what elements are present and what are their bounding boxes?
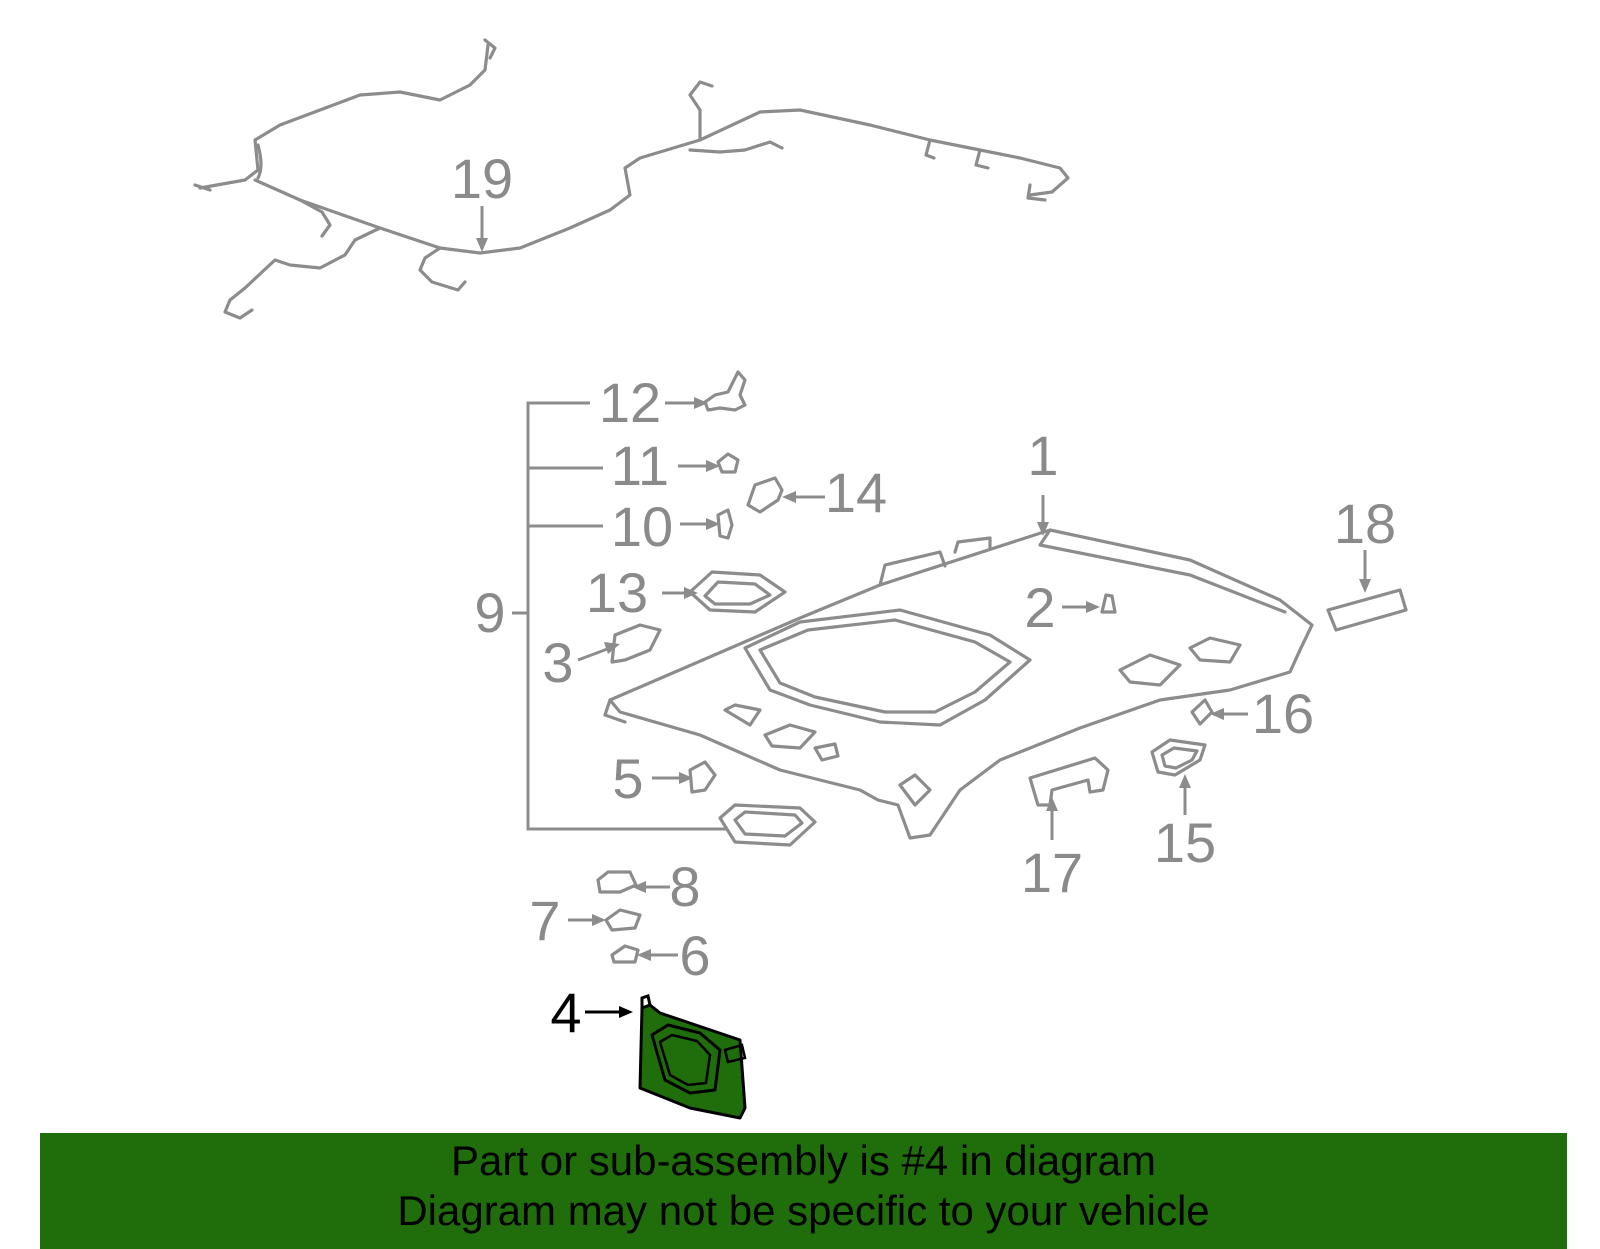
lamp-9-base[interactable]	[718, 803, 817, 847]
clip-5[interactable]	[688, 760, 717, 794]
callout-16: 16	[1252, 682, 1314, 745]
group-bracket-9	[512, 401, 735, 831]
banner-line-disclaimer: Diagram may not be specific to your vehi…	[397, 1187, 1210, 1234]
callout-8: 8	[669, 855, 700, 918]
wiring-harness-19[interactable]	[193, 38, 1070, 320]
callout-1: 1	[1027, 424, 1058, 487]
callout-6: 6	[679, 924, 710, 987]
callout-13: 13	[586, 561, 648, 624]
headliner-1[interactable]	[603, 528, 1314, 840]
clip-2[interactable]	[1100, 593, 1117, 614]
clip-11[interactable]	[716, 452, 740, 474]
info-banner: Part or sub-assembly is #4 in diagram Di…	[40, 1133, 1567, 1249]
callout-2: 2	[1024, 576, 1055, 639]
callout-15: 15	[1154, 811, 1216, 874]
clip-6[interactable]	[610, 944, 640, 964]
clip-14[interactable]	[746, 476, 784, 514]
callout-5: 5	[612, 747, 643, 810]
clip-16[interactable]	[1190, 698, 1214, 726]
handle-17[interactable]	[1028, 756, 1110, 807]
banner-line-part-number: Part or sub-assembly is #4 in diagram	[451, 1137, 1156, 1184]
clip-3[interactable]	[610, 623, 662, 664]
lamp-15[interactable]	[1150, 738, 1207, 777]
leader-arrows	[568, 397, 1371, 1018]
clip-8[interactable]	[596, 870, 638, 894]
callout-labels: 19 12 11 10 14 1 18 13 2 9 3 16 5 15 17 …	[451, 147, 1396, 1044]
callout-19: 19	[451, 147, 513, 210]
clip-10[interactable]	[716, 508, 734, 540]
callout-9: 9	[474, 581, 505, 644]
clip-7[interactable]	[604, 908, 642, 932]
callout-18: 18	[1334, 492, 1396, 555]
callout-11: 11	[611, 434, 669, 497]
clip-12[interactable]	[703, 370, 747, 412]
callout-17: 17	[1021, 841, 1083, 904]
callout-7: 7	[529, 889, 560, 952]
callout-3: 3	[542, 631, 573, 694]
callout-12: 12	[599, 371, 661, 434]
callout-4-highlighted: 4	[550, 981, 581, 1044]
sun-visor-4[interactable]	[638, 994, 747, 1120]
callout-14: 14	[825, 461, 887, 524]
cover-18[interactable]	[1326, 588, 1408, 632]
callout-10: 10	[611, 495, 673, 558]
lamp-13[interactable]	[688, 570, 787, 614]
